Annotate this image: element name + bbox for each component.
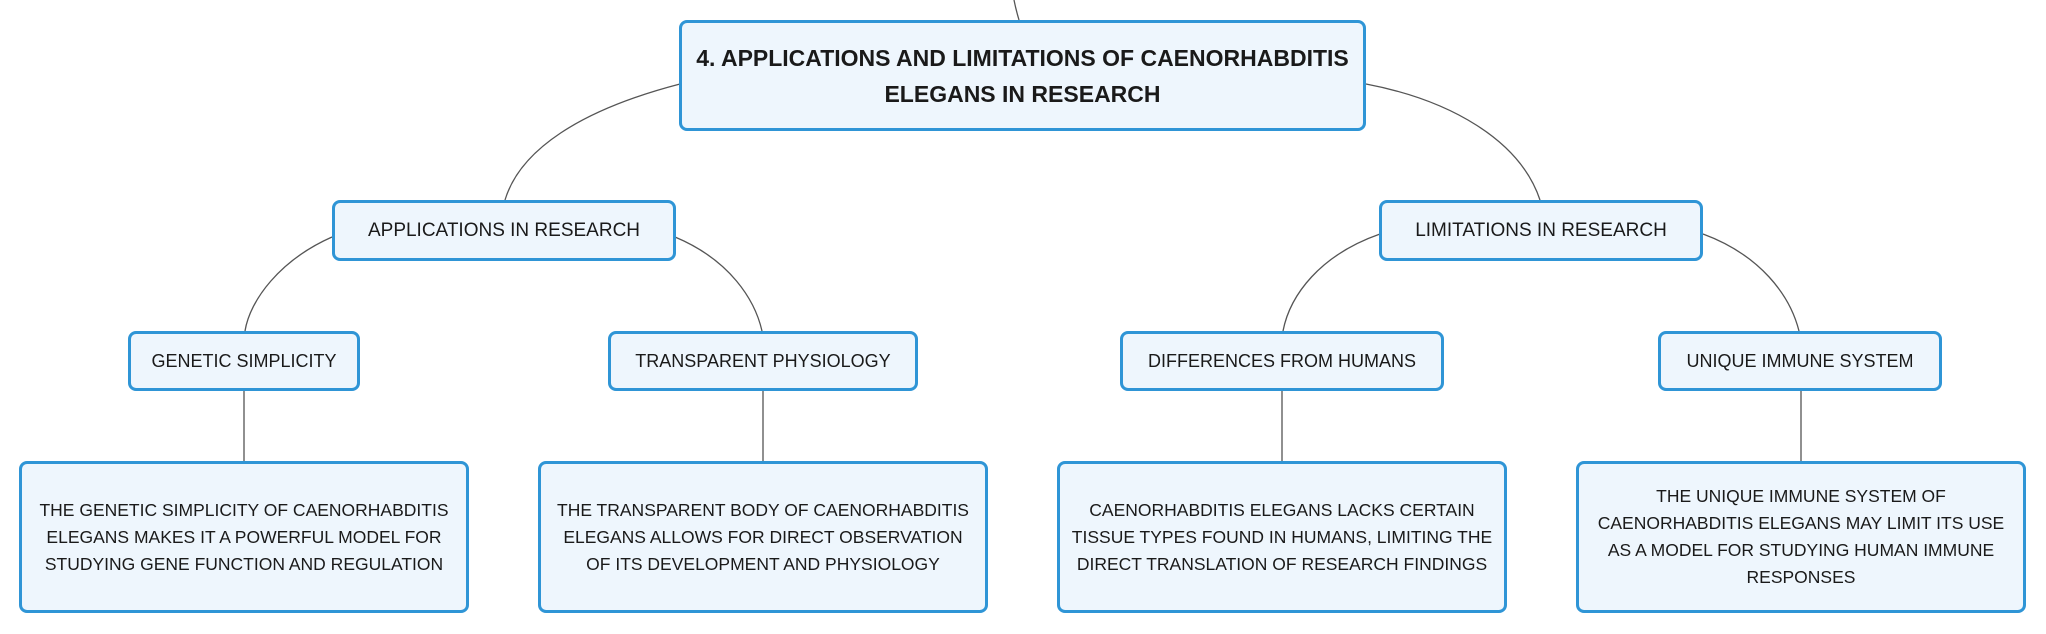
- limitations-in-research-label: LIMITATIONS IN RESEARCH: [1415, 219, 1667, 241]
- connector-parent-to-root: [1013, 0, 1020, 21]
- differences-from-humans-detail-text: CAENORHABDITIS ELEGANS LACKS CERTAIN TIS…: [1071, 499, 1493, 574]
- limitations-in-research-node[interactable]: LIMITATIONS IN RESEARCH: [1379, 200, 1703, 261]
- root-topic-label: 4. APPLICATIONS AND LIMITATIONS OF CAENO…: [696, 44, 1349, 107]
- applications-in-research-node[interactable]: APPLICATIONS IN RESEARCH: [332, 200, 676, 261]
- connector-limitations-to-differences: [1282, 233, 1381, 332]
- genetic-simplicity-node[interactable]: GENETIC SIMPLICITY: [128, 331, 360, 391]
- differences-from-humans-label: DIFFERENCES FROM HUMANS: [1147, 350, 1416, 371]
- unique-immune-system-label: UNIQUE IMMUNE SYSTEM: [1686, 350, 1914, 371]
- connector-limitations-to-immune: [1702, 233, 1800, 332]
- root-topic-node[interactable]: 4. APPLICATIONS AND LIMITATIONS OF CAENO…: [679, 20, 1366, 131]
- connector-applications-to-transparent: [674, 236, 763, 332]
- unique-immune-system-detail-text: THE UNIQUE IMMUNE SYSTEM OF CAENORHABDIT…: [1597, 486, 2005, 587]
- transparent-physiology-node[interactable]: TRANSPARENT PHYSIOLOGY: [608, 331, 918, 391]
- differences-from-humans-detail-node[interactable]: CAENORHABDITIS ELEGANS LACKS CERTAIN TIS…: [1057, 461, 1507, 613]
- transparent-physiology-detail-text: THE TRANSPARENT BODY OF CAENORHABDITIS E…: [557, 499, 969, 574]
- applications-in-research-label: APPLICATIONS IN RESEARCH: [367, 219, 641, 241]
- unique-immune-system-detail-node[interactable]: THE UNIQUE IMMUNE SYSTEM OF CAENORHABDIT…: [1576, 461, 2026, 613]
- transparent-physiology-detail-node[interactable]: THE TRANSPARENT BODY OF CAENORHABDITIS E…: [538, 461, 988, 613]
- connector-root-to-limitations: [1365, 83, 1541, 201]
- connector-applications-to-genetic: [244, 236, 333, 332]
- genetic-simplicity-label: GENETIC SIMPLICITY: [151, 350, 337, 371]
- genetic-simplicity-detail-text: THE GENETIC SIMPLICITY OF CAENORHABDITIS…: [39, 499, 449, 574]
- transparent-physiology-label: TRANSPARENT PHYSIOLOGY: [635, 350, 891, 371]
- differences-from-humans-node[interactable]: DIFFERENCES FROM HUMANS: [1120, 331, 1444, 391]
- connector-root-to-applications: [504, 83, 681, 201]
- unique-immune-system-node[interactable]: UNIQUE IMMUNE SYSTEM: [1658, 331, 1942, 391]
- genetic-simplicity-detail-node[interactable]: THE GENETIC SIMPLICITY OF CAENORHABDITIS…: [19, 461, 469, 613]
